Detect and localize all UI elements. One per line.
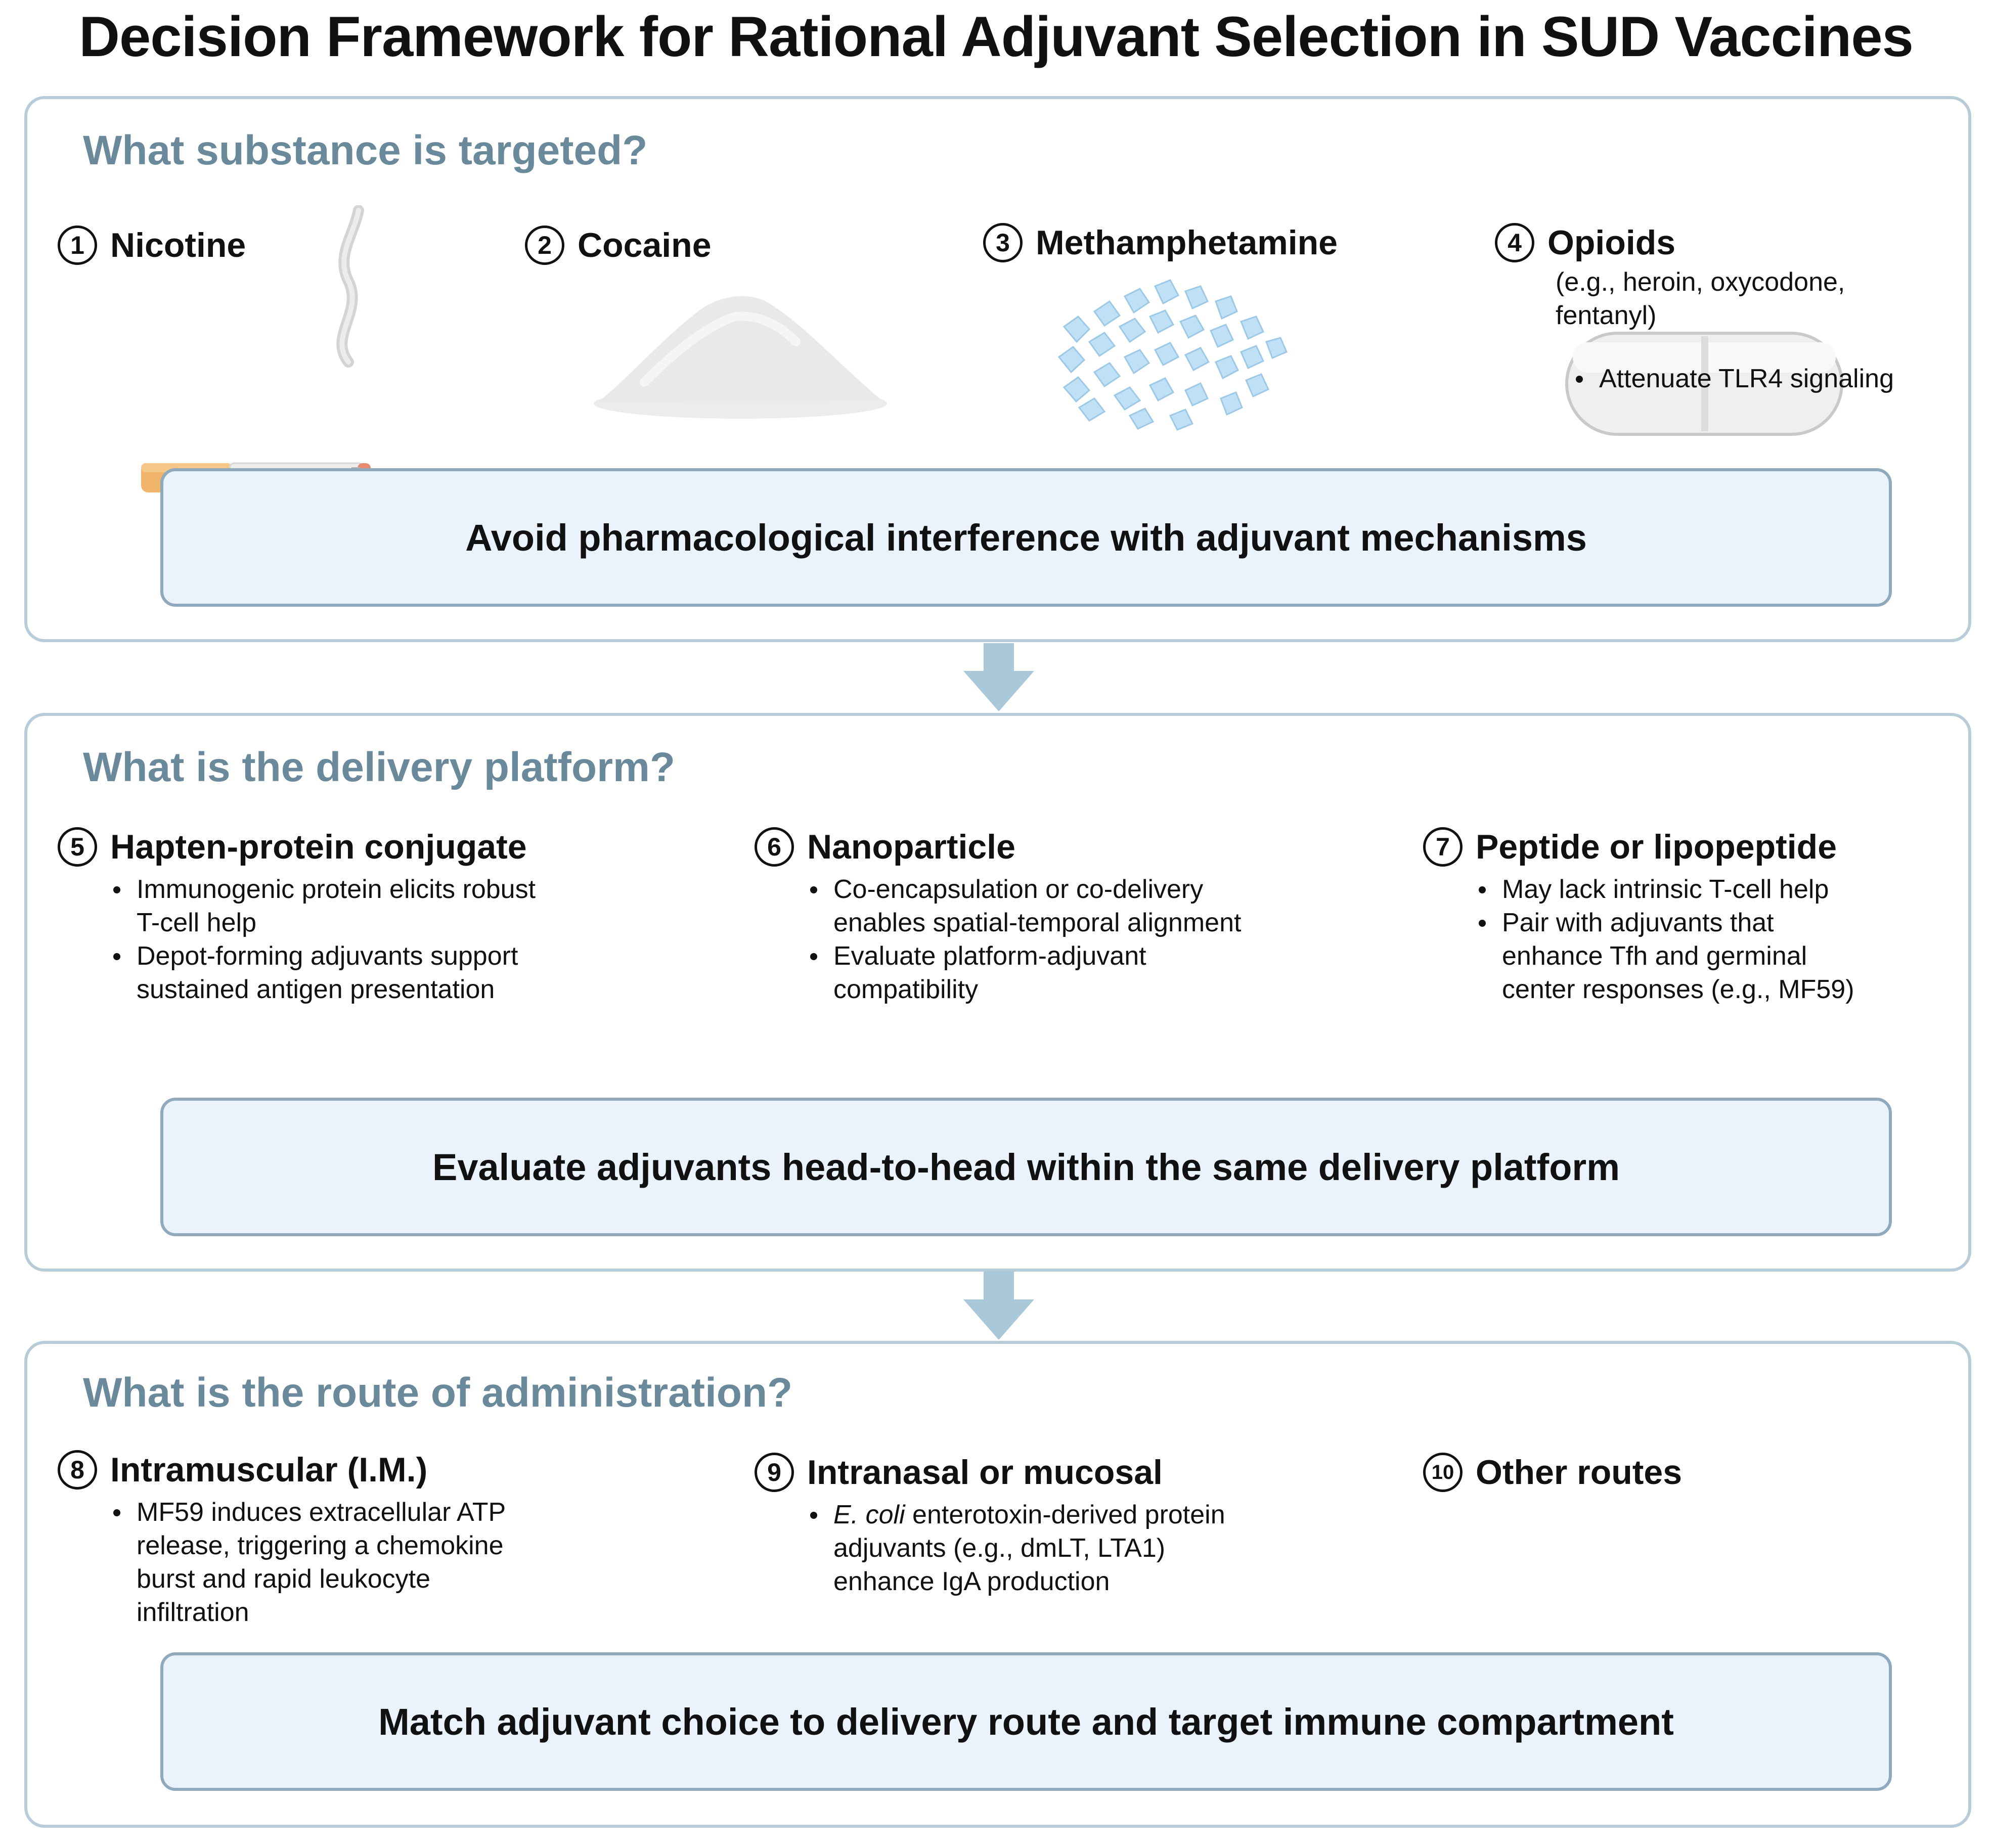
bullet-item: Co-encapsulation or co-delivery enables …: [810, 873, 1245, 939]
bullet-item: E. coli enterotoxin-derived protein adju…: [810, 1498, 1245, 1598]
item-opioids: 4 Opioids (e.g., heroin, oxycodone, fent…: [1495, 223, 1950, 332]
item-label: Peptide or lipopeptide: [1476, 828, 1837, 866]
item-label: Intramuscular (I.M.): [110, 1451, 428, 1489]
item-intranasal-or-mucosal: 9 Intranasal or mucosal E. coli enteroto…: [755, 1453, 1387, 1598]
panel-question: What is the route of administration?: [83, 1370, 793, 1416]
item-label: Hapten-protein conjugate: [110, 828, 527, 866]
callout-box: Evaluate adjuvants head-to-head within t…: [160, 1098, 1892, 1236]
item-label: Nicotine: [110, 226, 246, 264]
pill-icon: [1565, 332, 1843, 436]
item-hapten-protein-conjugate: 5 Hapten-protein conjugate Immunogenic p…: [58, 827, 690, 1006]
number-badge: 2: [525, 226, 564, 265]
number-badge: 10: [1423, 1453, 1463, 1492]
down-arrow-icon: [963, 643, 1034, 711]
opioids-bullets: Attenuate TLR4 signaling: [1556, 362, 1894, 395]
item-label: Methamphetamine: [1036, 223, 1338, 262]
item-nanoparticle: 6 Nanoparticle Co-encapsulation or co-de…: [755, 827, 1387, 1006]
down-arrow-icon: [963, 1272, 1034, 1340]
bullet-italic-text: E. coli: [833, 1500, 905, 1529]
bullet-text: enterotoxin-derived protein adjuvants (e…: [833, 1500, 1225, 1596]
callout-box: Avoid pharmacological interference with …: [160, 468, 1892, 607]
bullet-item: Immunogenic protein elicits robust T-cel…: [113, 873, 538, 939]
number-badge: 3: [983, 223, 1023, 262]
item-subtitle: (e.g., heroin, oxycodone, fentanyl): [1556, 267, 1845, 330]
cigarette-icon: [141, 205, 371, 493]
item-label: Cocaine: [578, 226, 712, 264]
number-badge: 5: [58, 827, 97, 867]
panel-question: What substance is targeted?: [83, 127, 648, 173]
panel-substance: What substance is targeted? 1 Nicotine 2…: [24, 96, 1971, 642]
crystals-icon: [1057, 279, 1288, 431]
number-badge: 7: [1423, 827, 1463, 867]
item-peptide-or-lipopeptide: 7 Peptide or lipopeptide May lack intrin…: [1423, 827, 1929, 1006]
panel-question: What is the delivery platform?: [83, 744, 675, 790]
figure-title: Decision Framework for Rational Adjuvant…: [79, 5, 1914, 68]
item-intramuscular: 8 Intramuscular (I.M.) MF59 induces extr…: [58, 1450, 690, 1629]
item-label: Other routes: [1476, 1453, 1683, 1492]
item-label: Intranasal or mucosal: [807, 1453, 1163, 1492]
number-badge: 6: [755, 827, 794, 867]
item-methamphetamine: 3 Methamphetamine: [983, 223, 1338, 262]
number-badge: 1: [58, 226, 97, 265]
item-cocaine: 2 Cocaine: [525, 226, 712, 265]
powder-pile-icon: [594, 296, 887, 419]
callout-box: Match adjuvant choice to delivery route …: [160, 1652, 1892, 1791]
number-badge: 4: [1495, 223, 1534, 262]
item-label: Opioids: [1547, 223, 1676, 262]
panel-route-of-administration: What is the route of administration? 8 I…: [24, 1341, 1971, 1828]
number-badge: 9: [755, 1453, 794, 1492]
bullet-item: Attenuate TLR4 signaling: [1576, 362, 1894, 395]
bullet-item: Evaluate platform-adjuvant compatibility: [810, 939, 1245, 1006]
bullet-item: Pair with adjuvants that enhance Tfh and…: [1479, 906, 1873, 1006]
bullet-item: Depot-forming adjuvants support sustaine…: [113, 939, 538, 1006]
item-nicotine: 1 Nicotine: [58, 226, 246, 265]
bullet-item: MF59 induces extracellular ATP release, …: [113, 1496, 538, 1629]
number-badge: 8: [58, 1450, 97, 1490]
panel-delivery-platform: What is the delivery platform? 5 Hapten-…: [24, 713, 1971, 1272]
item-other-routes: 10 Other routes: [1423, 1453, 1929, 1492]
bullet-item: May lack intrinsic T-cell help: [1479, 873, 1873, 906]
item-label: Nanoparticle: [807, 828, 1015, 866]
